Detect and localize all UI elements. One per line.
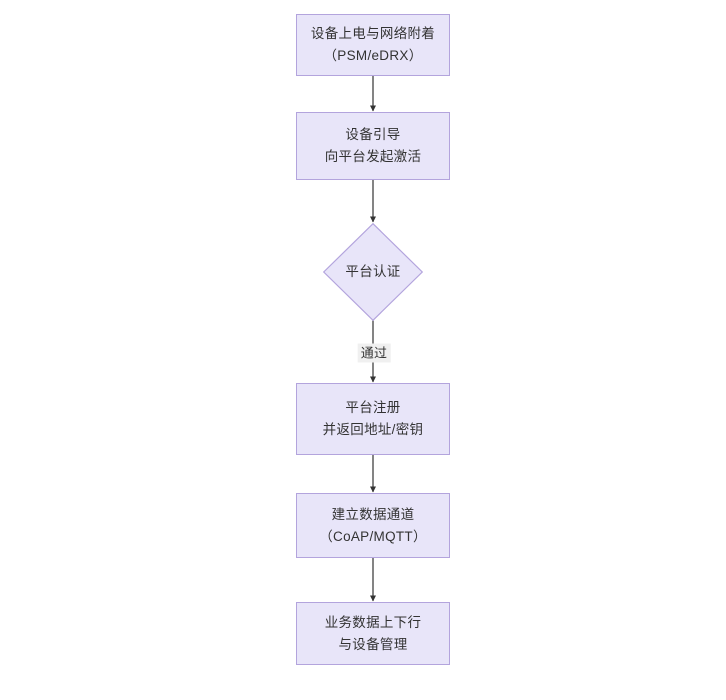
node-establish-data-channel[interactable]: 建立数据通道 （CoAP/MQTT） <box>296 493 450 558</box>
node-business-data-line1: 业务数据上下行 <box>324 614 422 630</box>
diamond-shape <box>323 223 423 321</box>
edge-label-pass: 通过 <box>357 343 391 363</box>
node-platform-registration-line2: 并返回地址/密钥 <box>322 422 424 437</box>
node-platform-registration[interactable]: 平台注册 并返回地址/密钥 <box>296 383 450 455</box>
node-platform-authentication-label-wrap: 平台认证 <box>323 223 423 321</box>
node-establish-data-channel-line2: （CoAP/MQTT） <box>319 528 427 544</box>
node-device-bootstrap[interactable]: 设备引导 向平台发起激活 <box>296 112 450 180</box>
node-establish-data-channel-line1: 建立数据通道 <box>331 506 415 522</box>
node-platform-registration-line1: 平台注册 <box>345 400 401 415</box>
edge-label-pass-text: 通过 <box>360 345 388 361</box>
node-device-power-on[interactable]: 设备上电与网络附着 （PSM/eDRX） <box>296 14 450 76</box>
node-platform-authentication-label: 平台认证 <box>345 264 401 279</box>
node-platform-authentication[interactable]: 平台认证 <box>323 223 423 321</box>
node-device-bootstrap-line2: 向平台发起激活 <box>324 149 422 164</box>
node-business-data-and-device-management[interactable]: 业务数据上下行 与设备管理 <box>296 602 450 665</box>
node-device-power-on-line1: 设备上电与网络附着 <box>310 26 436 41</box>
node-device-bootstrap-line1: 设备引导 <box>345 127 401 142</box>
node-device-power-on-line2: （PSM/eDRX） <box>323 48 423 63</box>
node-business-data-line2: 与设备管理 <box>338 636 408 652</box>
